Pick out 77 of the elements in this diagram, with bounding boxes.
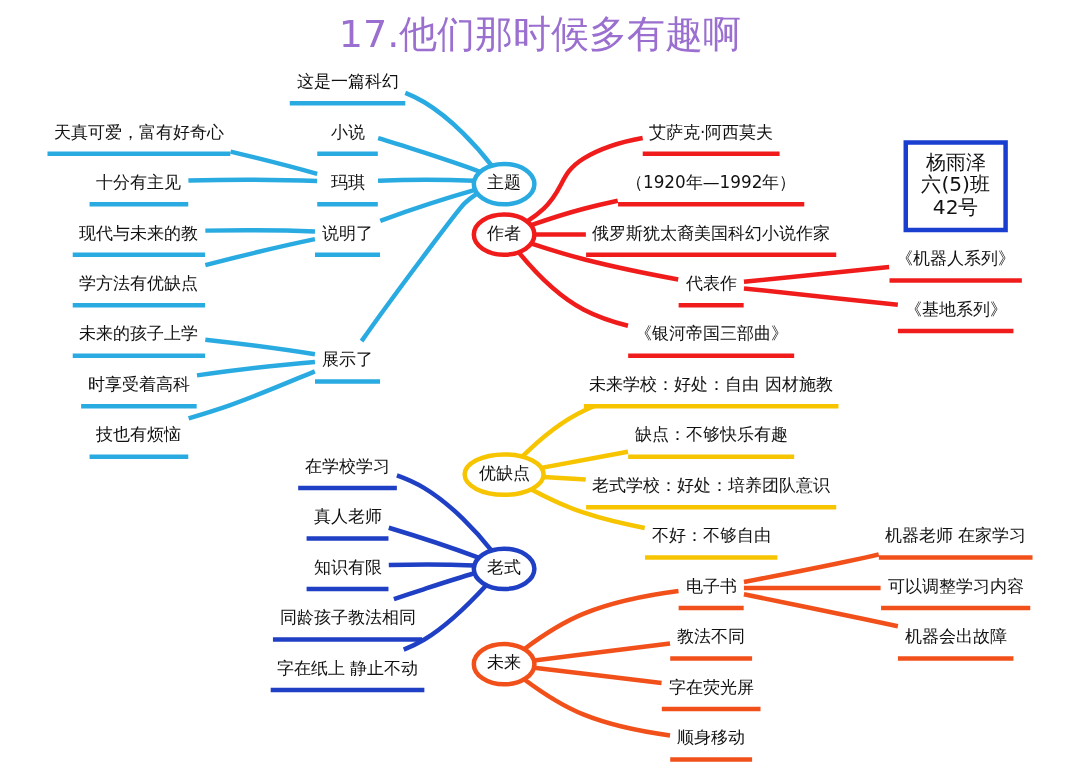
connector [523,588,679,651]
node-text: 学方法有优缺点 [79,272,199,293]
connector [526,135,644,224]
connector [540,449,629,471]
node-text: 顺身移动 [677,727,746,748]
node-ellipse: 未来 [471,641,537,687]
node-text: 可以调整学习内容 [887,575,1024,596]
connector [393,571,475,602]
connector [377,177,475,183]
connector [379,187,476,223]
connector [743,552,880,585]
node-text: 时享受着高科 [87,373,190,394]
node-text: 知识有限 [313,556,382,577]
connector [377,136,481,174]
node-box: 杨雨泽 六(5)班 42号 [903,140,1008,233]
connector [402,583,488,652]
node-text: 小说 [330,121,365,142]
node-text: 同龄孩子教法相同 [279,607,416,628]
node-text: 字在荧光屏 [668,676,754,697]
node-text: 未来学校：好处：自由 因材施教 [589,373,833,394]
connector [388,562,474,568]
connector [743,585,881,591]
connector [743,264,890,285]
connector [533,665,662,686]
node-text: 代表作 [685,272,737,293]
node-ellipse: 优缺点 [462,452,546,498]
connector [359,191,479,343]
node-text: 玛琪 [330,172,365,193]
node-text: 俄罗斯犹太裔美国科幻小说作家 [592,222,831,243]
node-text: 老式学校：好处：培养团队意识 [592,474,831,495]
connector [205,337,316,357]
connector [533,641,671,663]
connector [204,236,316,268]
connector [388,525,480,560]
node-text: 天真可爱，富有好奇心 [53,121,224,142]
node-text: 《基地系列》 [904,298,1007,319]
connector [743,592,899,629]
node-ellipse: 主题 [471,161,537,207]
node-text: 未来的孩子上学 [79,323,199,344]
connector [188,177,318,184]
node-text: 字在纸上 静止不动 [276,657,419,678]
node-text: 缺点：不够快乐有趣 [634,424,788,445]
connector [188,369,316,421]
node-text: 机器老师 在家学习 [885,525,1027,546]
connector [230,149,318,177]
diagram-title: 17.他们那时候多有趣啊 [338,12,742,57]
node-ellipse: 老式 [471,546,537,592]
connector [534,232,586,237]
connector [523,677,671,738]
connector [205,228,316,234]
node-text: 电子书 [685,575,737,596]
node-text: 《机器人系列》 [896,248,1016,269]
node-text: （1920年—1992年） [625,172,797,193]
node-text: 教法不同 [677,626,746,647]
node-ellipse: 作者 [471,212,537,257]
connector [396,473,494,552]
node-text: 机器会出故障 [904,626,1007,647]
connector [743,286,899,308]
node-text: 技也有烦恼 [96,424,182,445]
connector [520,404,595,459]
connector [543,474,586,482]
node-text: 这是一篇科幻 [296,71,399,92]
node-text: 展示了 [322,349,374,370]
node-text: 说明了 [322,222,374,243]
connector [530,241,679,282]
node-text: 十分有主见 [96,172,182,193]
node-text: 现代与未来的教 [79,222,199,243]
connector [517,251,629,328]
node-text: 艾萨克·阿西莫夫 [648,121,774,142]
connector [404,90,494,167]
node-text: 不好：不够自由 [651,525,771,546]
node-text: 真人老师 [313,506,382,527]
connector [530,487,646,531]
connector [196,359,316,378]
connector [530,198,619,228]
node-text: 在学校学习 [305,455,391,476]
node-text: 《银河帝国三部曲》 [634,323,788,344]
